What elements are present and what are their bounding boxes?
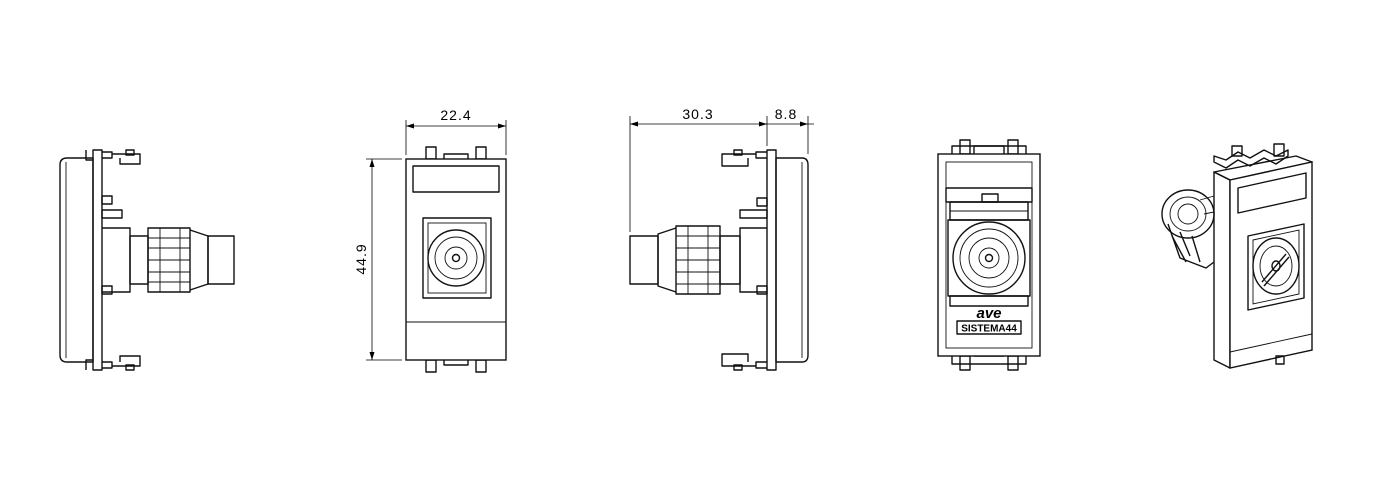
brand-marking: ave xyxy=(976,305,1001,322)
front-bottom-pins xyxy=(425,358,487,373)
series-marking: SISTEMA44 xyxy=(961,324,1017,335)
right-side-view xyxy=(629,149,809,371)
dimension-width-label: 22.4 xyxy=(440,107,471,123)
dimension-depth: 30.3 xyxy=(629,106,768,232)
isometric-view xyxy=(1161,143,1313,369)
dimension-height-label: 44.9 xyxy=(353,243,369,274)
dimension-width: 22.4 xyxy=(405,107,507,155)
dimension-height: 44.9 xyxy=(353,158,402,361)
rear-view: ave SISTEMA44 xyxy=(937,139,1041,371)
front-view xyxy=(405,146,507,373)
dimension-front-depth: 8.8 xyxy=(767,106,814,154)
dimension-front-depth-label: 8.8 xyxy=(775,106,797,122)
dimension-depth-label: 30.3 xyxy=(682,106,713,122)
left-side-view xyxy=(59,149,235,371)
front-top-pins xyxy=(425,146,487,161)
